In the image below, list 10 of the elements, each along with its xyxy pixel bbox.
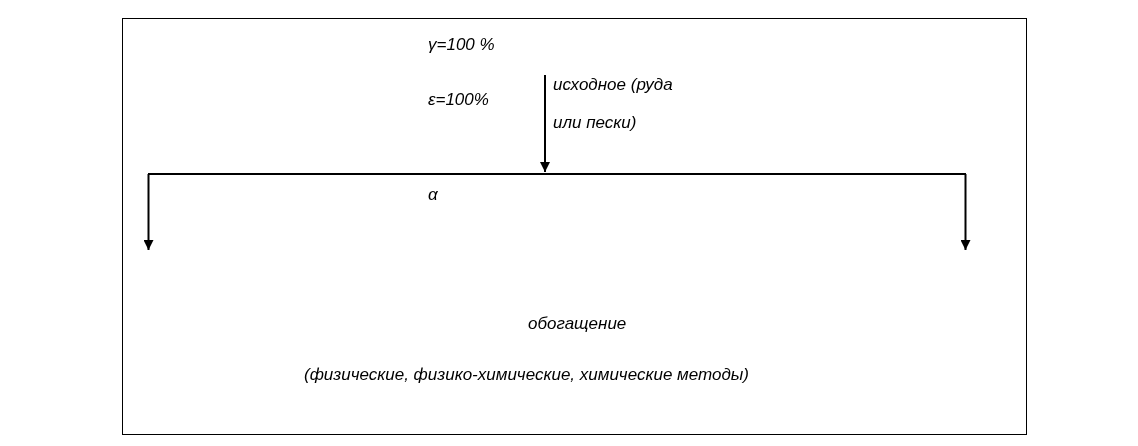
percent-label: ε=100% bbox=[428, 90, 489, 110]
splitter-line bbox=[148, 173, 966, 175]
arrow bbox=[540, 74, 550, 173]
process-label: обогащение bbox=[528, 314, 627, 334]
arrow bbox=[960, 173, 971, 251]
method-note: (физические, физико-химические, химические методы) bbox=[304, 365, 749, 385]
arrow bbox=[143, 173, 154, 251]
percent-label: γ=100 % bbox=[428, 35, 495, 55]
symbol-label: α bbox=[428, 185, 438, 205]
node-text: исходное (руда или пески) bbox=[552, 74, 674, 134]
